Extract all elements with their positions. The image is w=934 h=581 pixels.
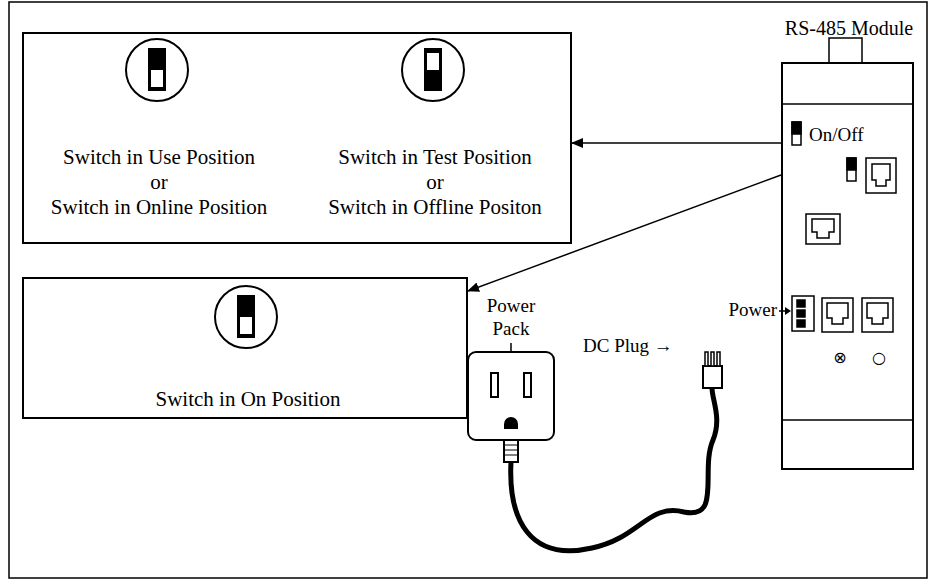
power-pack-drawing: [468, 343, 722, 551]
use-switch-icon: [151, 70, 163, 87]
module-parts: [872, 164, 890, 186]
module-parts: [781, 419, 914, 421]
callout-label: DC Plug →: [583, 334, 673, 357]
module-parts: [792, 296, 814, 331]
pointer-arrow: [572, 142, 781, 144]
module-parts: [781, 103, 914, 105]
power-pack-drawing: [705, 352, 708, 366]
switch-panel: Switch in On Position: [22, 277, 468, 419]
module-parts: [806, 214, 840, 244]
power-pack-drawing: [504, 440, 518, 462]
module-parts: [797, 310, 805, 317]
test-switch-icon: [424, 48, 442, 91]
outer-border: [9, 2, 927, 578]
power-pack-drawing: [468, 352, 554, 440]
power-pack-drawing: [511, 388, 717, 551]
power-pack-drawing: [505, 418, 517, 428]
module-parts: [812, 219, 834, 238]
node-text: ⊗: [833, 349, 846, 367]
power-pack-drawing: [711, 352, 714, 366]
use-switch-icon: [126, 39, 188, 101]
test-switch-icon: [402, 39, 464, 101]
module-parts: [822, 298, 853, 332]
module-parts: [792, 122, 801, 145]
test-switch-icon: [427, 53, 439, 70]
power-pack-drawing: [717, 352, 720, 366]
node-text: Switch in On Position: [156, 387, 341, 412]
node-text: RS-485 Module: [785, 16, 913, 41]
node-text: On/Off: [809, 122, 864, 147]
power-pack-drawing: [504, 455, 518, 456]
callout-label: Power Pack: [476, 294, 546, 340]
power-pack-drawing: [524, 373, 531, 397]
module-parts: [847, 158, 856, 181]
on-switch-icon: [240, 317, 252, 334]
module-parts: [827, 303, 848, 324]
module-parts: [847, 158, 856, 170]
switch-panel: Switch in Use PositionorSwitch in Online…: [22, 32, 572, 244]
node-text: Switch in Online Position: [51, 195, 267, 220]
on-switch-icon: [215, 286, 277, 348]
module-parts: [792, 122, 801, 134]
rs485-module: RS-485 ModuleOn/Off⊗○: [781, 62, 914, 470]
module-parts: [797, 320, 805, 327]
test-switch-icon: [402, 39, 464, 101]
power-pack-drawing: [504, 450, 518, 451]
power-leader: [785, 307, 791, 315]
pointer-arrow: [468, 175, 781, 291]
on-switch-icon: [215, 286, 277, 348]
node-text: or: [426, 170, 444, 195]
module-parts: [867, 303, 888, 324]
power-pack-drawing: [703, 366, 722, 388]
callout-label: Power: [728, 298, 777, 321]
power-pack-drawing: [491, 373, 498, 397]
module-parts: [797, 300, 805, 307]
module-parts: [781, 38, 914, 420]
module-parts: [862, 298, 893, 332]
node-text: Switch in Offline Positon: [328, 195, 542, 220]
power-pack-drawing: [504, 445, 518, 446]
module-parts: [866, 158, 896, 193]
node-text: Switch in Use Position: [63, 145, 255, 170]
node-text: Switch in Test Position: [338, 145, 532, 170]
node-text: ○: [872, 349, 886, 367]
on-switch-icon: [237, 295, 255, 338]
use-switch-icon: [126, 39, 188, 101]
use-switch-icon: [148, 48, 166, 91]
node-text: or: [150, 170, 168, 195]
power-pack-drawing: [510, 343, 512, 352]
module-parts: [829, 38, 862, 63]
